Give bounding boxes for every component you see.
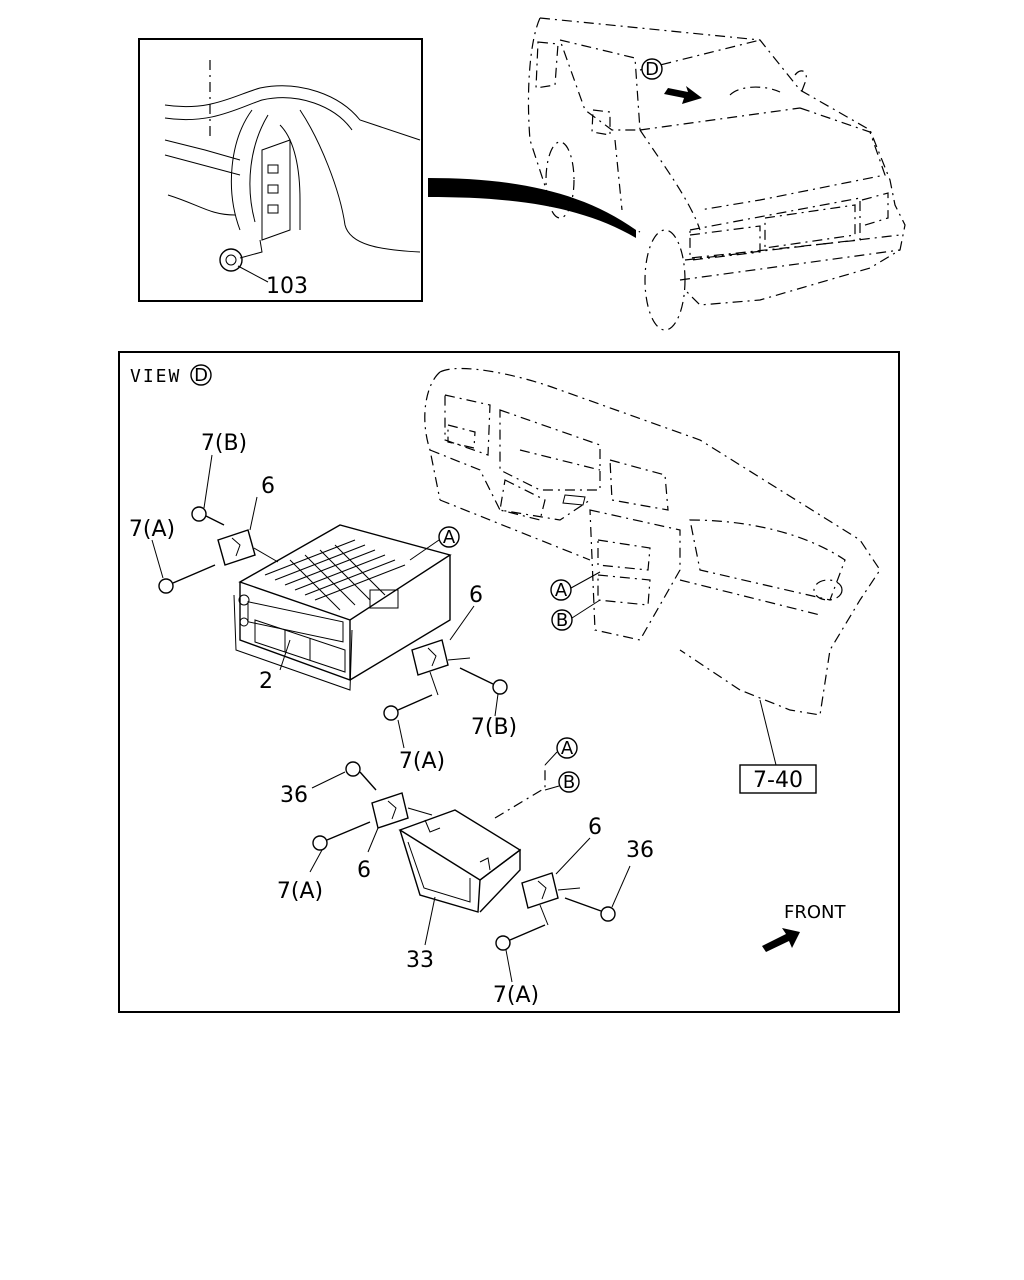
bracket-upper-left: 6 7(B) 7(A) (129, 431, 279, 594)
callout-36-left: 36 (280, 783, 308, 808)
callout-33: 33 (406, 948, 434, 973)
svg-text:B: B (556, 610, 568, 631)
svg-text:D: D (194, 365, 208, 386)
callout-2: 2 (259, 669, 273, 694)
svg-text:A: A (561, 738, 574, 759)
inset-frame (138, 38, 423, 302)
callout-7a-left: 7(A) (277, 879, 323, 904)
view-panel-marker (190, 364, 212, 386)
bracket-lower-left: 36 7(A) 6 (277, 761, 433, 904)
pocket-box: 33 A B (398, 737, 580, 973)
svg-text:A: A (443, 527, 456, 548)
radio-marker-a (438, 526, 460, 548)
view-panel-frame (118, 351, 900, 1013)
pocket-marker-b (558, 771, 580, 793)
callout-36-right: 36 (626, 838, 654, 863)
ref-box-7-40 (739, 764, 817, 794)
vehicle-outline: D (527, 17, 906, 331)
callout-6-mid: 6 (469, 583, 483, 608)
callout-6-right: 6 (588, 815, 602, 840)
inset-panel: 103 (138, 38, 423, 302)
view-panel-title: VIEW (130, 366, 181, 387)
callout-7b-mid: 7(B) (471, 715, 517, 740)
bracket-mid-right: 6 7(B) 7(A) (383, 583, 517, 774)
svg-text:B: B (563, 772, 575, 793)
front-label: FRONT (784, 902, 846, 923)
view-direction-arrow (664, 86, 702, 104)
bracket-lower-right: 6 36 7(A) (493, 815, 654, 1008)
front-arrow-icon (762, 928, 800, 952)
callout-7a-top: 7(A) (129, 517, 175, 542)
pocket-marker-a (556, 737, 578, 759)
callout-6-top: 6 (261, 474, 275, 499)
dash-marker-b (551, 609, 573, 631)
svg-text:A: A (555, 580, 568, 601)
svg-text:D: D (645, 59, 659, 80)
dash-marker-a (550, 579, 572, 601)
callout-6-left: 6 (357, 858, 371, 883)
radio-unit: 2 A (233, 524, 460, 694)
callout-7b-top: 7(B) (201, 431, 247, 456)
callout-103: 103 (266, 274, 308, 299)
vehicle-view-marker (641, 58, 663, 80)
callout-7a-bottom: 7(A) (493, 983, 539, 1008)
dashboard-outline: A B 7-40 (424, 367, 881, 794)
svg-text:7-40: 7-40 (753, 768, 803, 793)
inset-leader-arrow (428, 178, 636, 238)
callout-7a-mid: 7(A) (399, 749, 445, 774)
